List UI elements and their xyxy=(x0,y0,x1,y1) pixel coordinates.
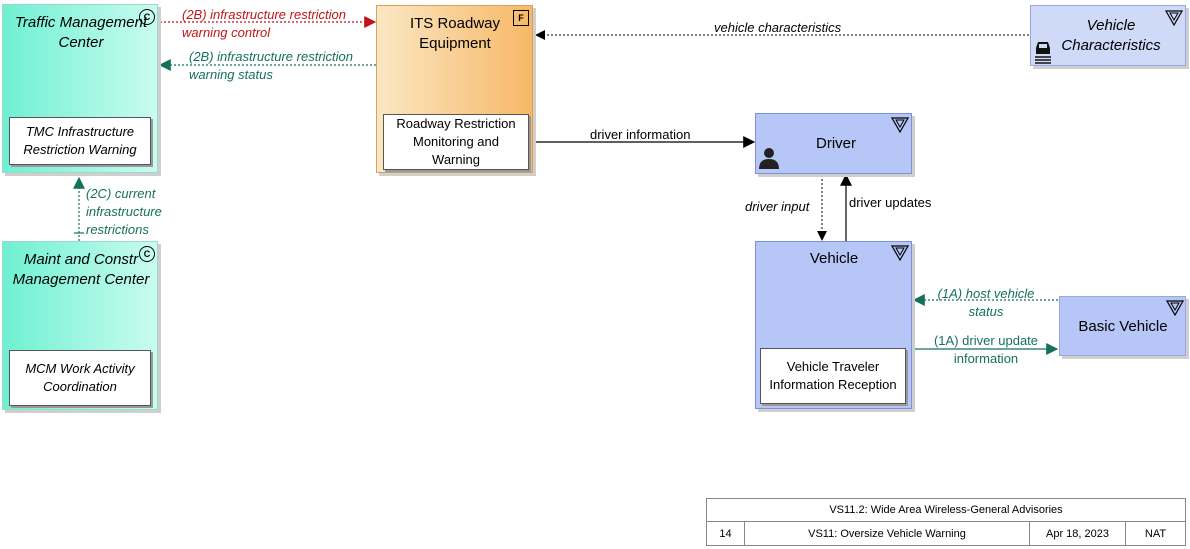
flow-driver-update-information-label: (1A) driver update information xyxy=(933,333,1039,366)
terminator-triangle-icon xyxy=(1166,300,1184,316)
basic-vehicle-node[interactable]: Basic Vehicle xyxy=(1059,296,1186,356)
car-icon xyxy=(1035,42,1051,64)
footer-date: Apr 18, 2023 xyxy=(1030,522,1126,546)
vehicle-traveler-information-reception-box[interactable]: Vehicle Traveler Information Reception xyxy=(760,348,906,404)
driver-node[interactable]: Driver xyxy=(755,113,912,174)
footer-title: VS11.2: Wide Area Wireless-General Advis… xyxy=(707,499,1185,522)
flow-driver-updates-label: driver updates xyxy=(849,195,932,210)
mcm-title: Maint and Constr Management Center xyxy=(12,251,150,288)
vehicle-node[interactable]: Vehicle Vehicle Traveler Information Rec… xyxy=(755,241,912,409)
flow-driver-information-label: driver information xyxy=(590,127,691,142)
terminator-triangle-icon xyxy=(891,117,909,133)
footer-name: VS11: Oversize Vehicle Warning xyxy=(745,522,1030,546)
flow-host-vehicle-status-label: (1A) host vehicle status xyxy=(937,286,1035,319)
tmc-infrastructure-restriction-warning-box[interactable]: TMC Infrastructure Restriction Warning xyxy=(9,117,151,165)
vehicle-characteristics-node[interactable]: Vehicle Characteristics xyxy=(1030,5,1186,66)
field-badge-icon: F xyxy=(513,10,529,26)
flow-warning-status-label: (2B) infrastructure restriction warning … xyxy=(189,49,353,82)
flow-warning-control-label: (2B) infrastructure restriction warning … xyxy=(182,7,346,40)
person-icon xyxy=(759,148,779,169)
terminator-triangle-icon xyxy=(891,245,909,261)
flow-vehicle-characteristics-label: vehicle characteristics xyxy=(714,20,842,35)
center-badge-icon: C xyxy=(139,246,155,262)
vehicle-characteristics-title: Vehicle Characteristics xyxy=(1061,17,1161,54)
maint-constr-management-center-node[interactable]: Maint and Constr Management Center C MCM… xyxy=(2,241,158,410)
basic-vehicle-title: Basic Vehicle xyxy=(1078,318,1168,335)
roadway-restriction-monitoring-box[interactable]: Roadway Restriction Monitoring and Warni… xyxy=(383,114,529,170)
flow-driver-input-label: driver input xyxy=(745,199,810,214)
its-title: ITS Roadway Equipment xyxy=(409,15,501,52)
mcm-work-activity-coordination-box[interactable]: MCM Work Activity Coordination xyxy=(9,350,151,406)
footer-scope: NAT xyxy=(1144,528,1167,540)
center-badge-icon: C xyxy=(139,9,155,25)
its-roadway-equipment-node[interactable]: ITS Roadway Equipment F Roadway Restrict… xyxy=(376,5,533,173)
vehicle-title: Vehicle xyxy=(809,250,859,267)
footer-number: 14 xyxy=(707,522,745,546)
terminator-triangle-icon xyxy=(1165,10,1183,26)
flow-current-restrictions-label: (2C) current infrastructure restrictions xyxy=(86,186,162,237)
diagram-footer: VS11.2: Wide Area Wireless-General Advis… xyxy=(706,498,1186,546)
traffic-management-center-node[interactable]: Traffic Management Center C TMC Infrastr… xyxy=(2,4,158,173)
tmc-title: Traffic Management Center xyxy=(14,14,148,51)
driver-title: Driver xyxy=(816,135,856,152)
